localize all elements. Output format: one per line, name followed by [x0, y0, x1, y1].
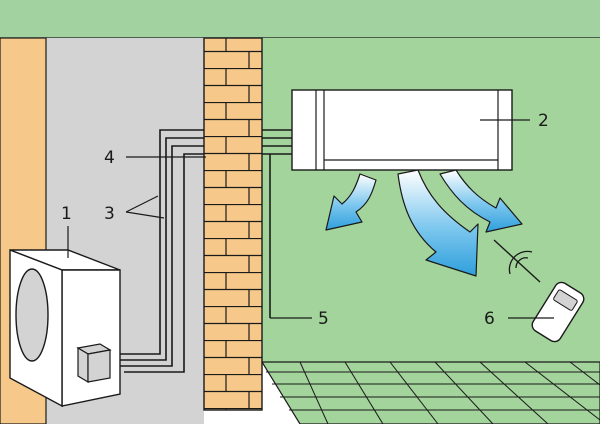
airflow-arrow-middle — [397, 169, 479, 277]
callout-4: 4 — [104, 148, 115, 168]
callout-5: 5 — [318, 309, 329, 329]
callout-2: 2 — [538, 111, 549, 131]
refrigerant-pipes — [110, 129, 294, 373]
airflow-arrow-icon — [325, 169, 523, 277]
callout-leaders — [67, 119, 554, 319]
floor-tiles — [260, 361, 600, 424]
callout-1: 1 — [61, 204, 72, 224]
remote-control-icon — [493, 239, 585, 343]
callout-3: 3 — [104, 204, 115, 224]
callout-6: 6 — [484, 309, 495, 329]
junction-box — [76, 343, 112, 384]
callout-labels: 1 2 3 4 5 6 — [61, 111, 549, 329]
indoor-split-unit-icon — [291, 89, 513, 171]
airflow-arrow-left — [325, 173, 377, 231]
outdoor-condenser-unit-icon — [9, 248, 121, 408]
brick-wall — [203, 37, 263, 411]
ceiling — [0, 0, 600, 38]
remote-signal-waves — [508, 250, 533, 275]
airflow-arrow-right — [439, 169, 523, 233]
condenser-fan — [15, 268, 49, 362]
